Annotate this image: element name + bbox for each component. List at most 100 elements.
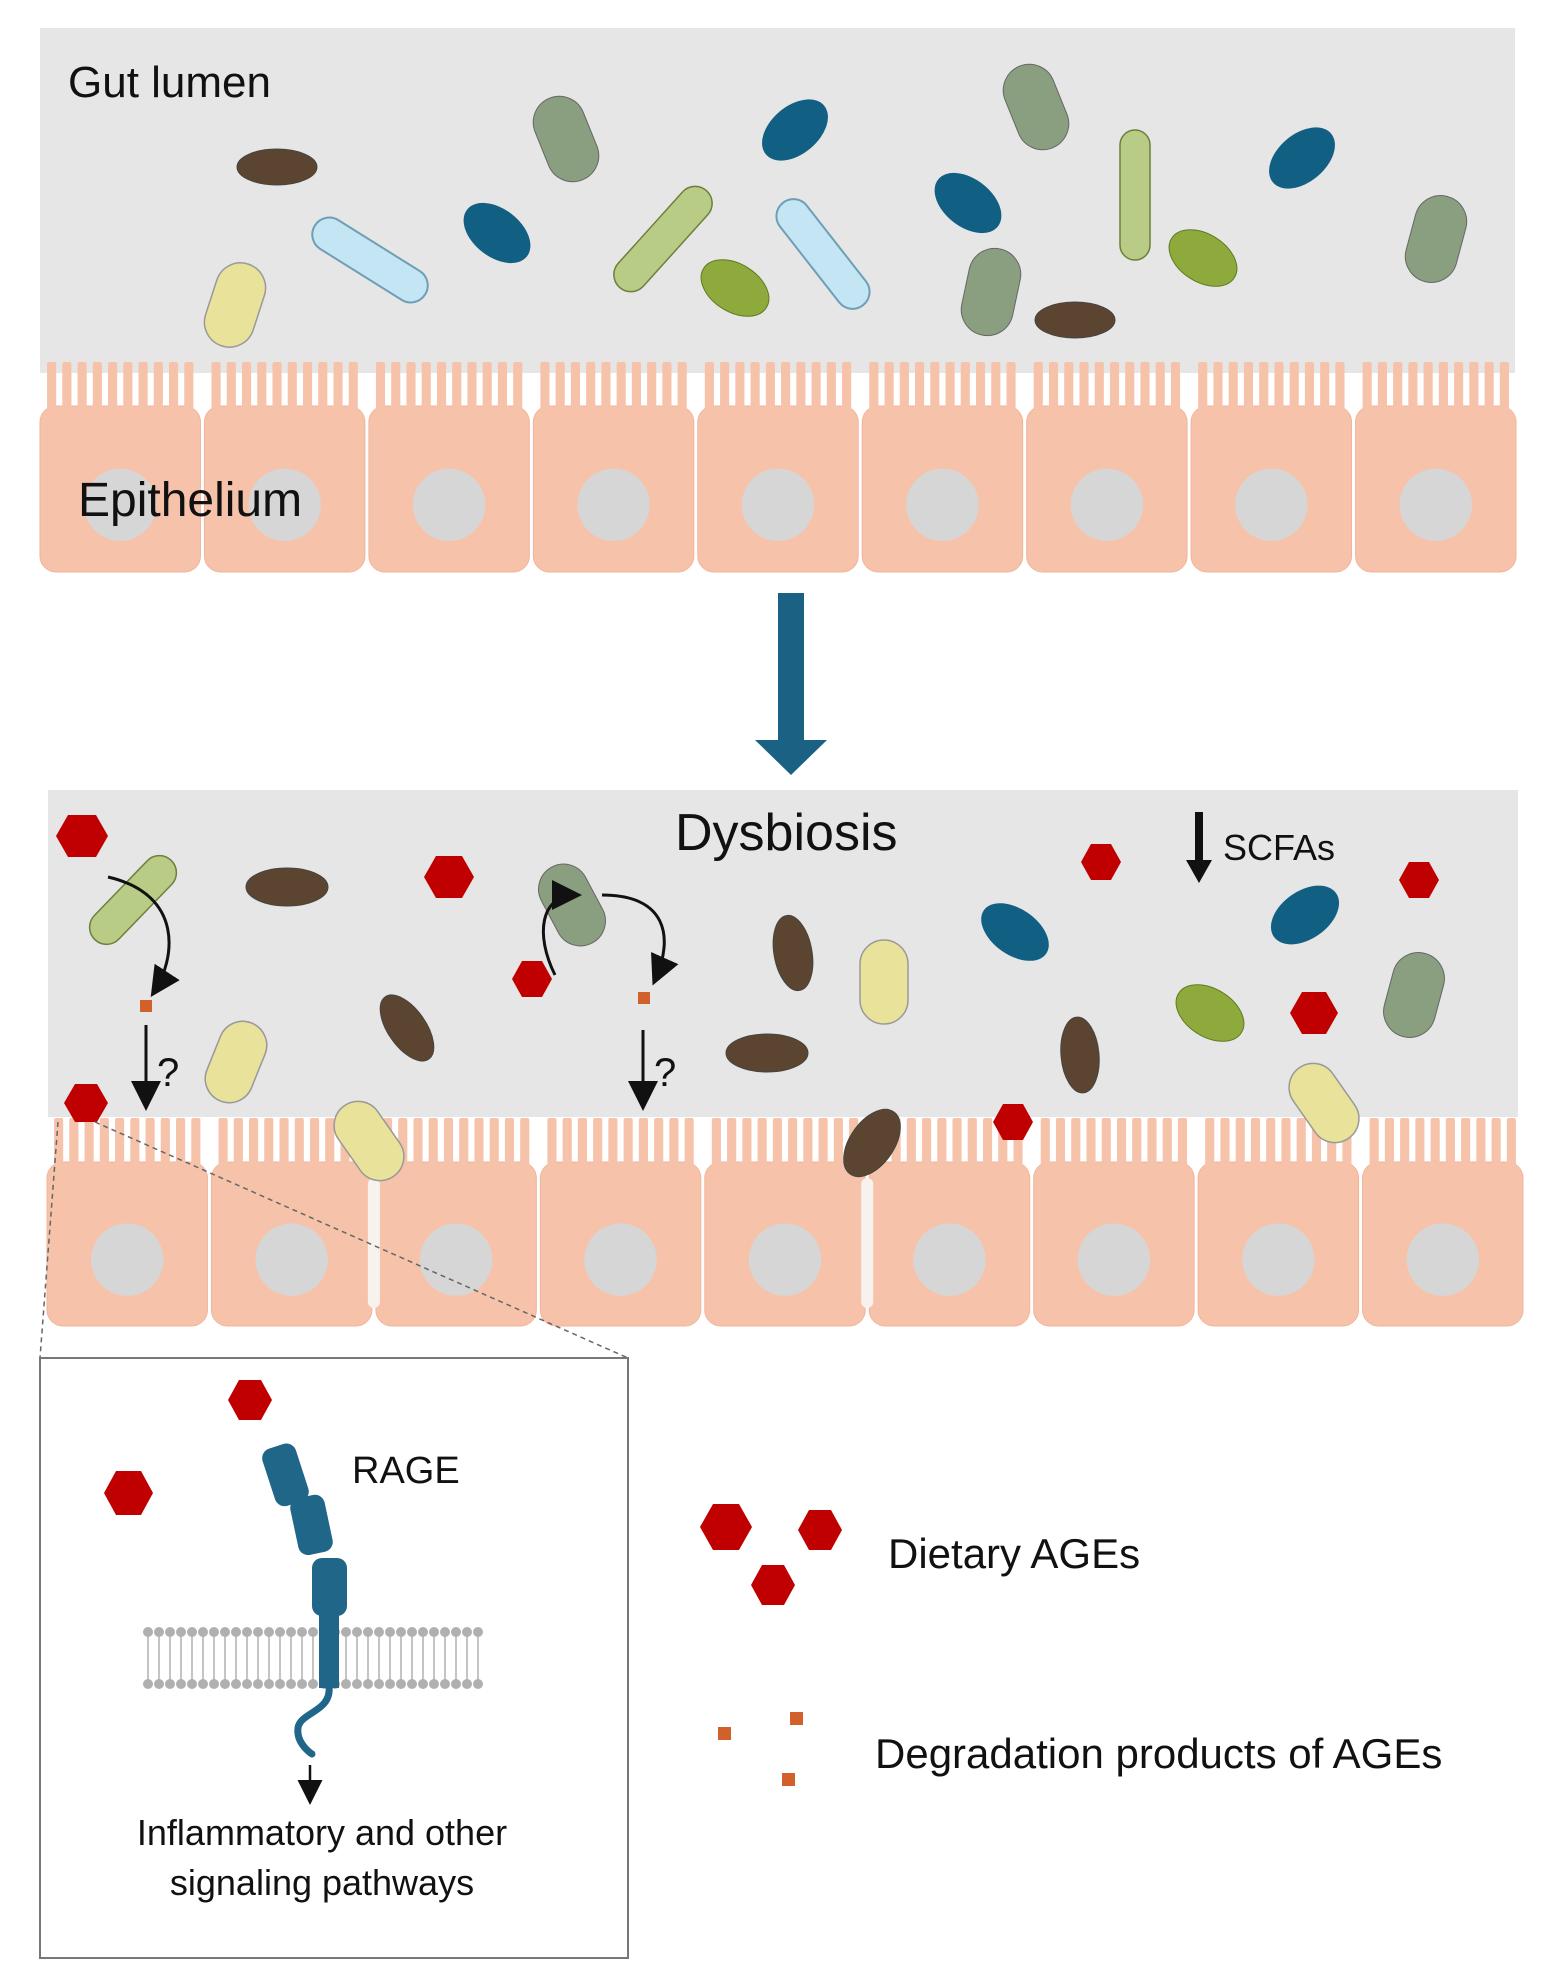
cell-nucleus [913, 1223, 986, 1296]
epithelial-cell [39, 362, 201, 573]
epithelial-cell [861, 362, 1024, 573]
epithelial-cell [1026, 362, 1188, 573]
age-hexagon [1399, 862, 1439, 898]
scfa-decrease-arrow [1186, 812, 1212, 883]
bacteria-group-top [203, 63, 1468, 348]
bacterium-brown [1034, 301, 1116, 339]
degradation-products-in-lumen [140, 992, 650, 1012]
bacterium-green [1175, 984, 1245, 1042]
epithelial-cell [532, 362, 695, 573]
epithelial-cell [1033, 1118, 1195, 1327]
bacterium-yellow [859, 939, 909, 1025]
bacterium-darkblue [762, 99, 828, 161]
bacterium-lime-rod [613, 185, 713, 293]
legend-age-symbols [700, 1504, 842, 1605]
uncertain-mark-1: ? [157, 1051, 179, 1095]
epithelial-cell [1362, 1118, 1524, 1327]
cell-nucleus [584, 1223, 657, 1296]
bacterium-darkblue [934, 172, 1002, 234]
bacterium-green [700, 259, 770, 317]
bacterium-lightblue-rod [775, 198, 871, 310]
degradation-curved-arrow [541, 880, 582, 976]
tight-junction-gap [367, 1178, 380, 1308]
degradation-square [782, 1773, 795, 1786]
bacterium-sage [1002, 63, 1070, 151]
uncertain-mark-2: ? [654, 1051, 676, 1095]
degradation-curved-arrow [107, 875, 180, 998]
bacterium-lime-rod [1119, 129, 1151, 261]
transition-arrow [755, 593, 827, 775]
dietary-ages-in-lumen [56, 815, 1439, 1140]
cell-nucleus [906, 468, 979, 541]
top-panel: Gut lumen Epithelium [39, 28, 1517, 573]
bacterium-brown [843, 1108, 901, 1178]
bacterium-yellow [203, 262, 267, 348]
rage-inset: RAGE Inflammatory and other signaling pa… [39, 1121, 629, 1959]
bacterium-darkblue [981, 903, 1049, 961]
degradation-square [140, 1000, 152, 1012]
legend-degradation-products: Degradation products of AGEs [875, 1730, 1442, 1777]
degradation-square [638, 992, 650, 1004]
membrane-bilayer [143, 1627, 483, 1689]
rage-label: RAGE [352, 1450, 460, 1492]
epithelial-cell [46, 1118, 208, 1327]
bacterium-brown [1060, 1016, 1100, 1094]
conversion-arrows [107, 875, 679, 1111]
epithelial-cell [210, 1118, 373, 1327]
cell-nucleus [91, 1223, 164, 1296]
zoom-line-left [39, 1121, 59, 1359]
cell-nucleus [419, 1223, 493, 1296]
epithelial-cell [704, 1118, 866, 1327]
cell-nucleus [1406, 1223, 1479, 1296]
cell-nucleus [412, 468, 486, 541]
zoom-line-right [94, 1121, 629, 1359]
bacterium-lightblue-rod [311, 216, 429, 304]
bacterium-sage [1383, 952, 1445, 1038]
bacterium-darkblue [463, 202, 531, 264]
age-hexagon [1290, 992, 1338, 1034]
age-hexagon [700, 1504, 752, 1550]
bacterium-green [1168, 229, 1238, 287]
epithelial-cell [1355, 362, 1517, 573]
cell-nucleus [1070, 468, 1144, 541]
bacterium-yellow [333, 1100, 405, 1182]
epithelial-cell [1190, 362, 1353, 573]
age-hexagon [993, 1104, 1033, 1140]
dysbiosis-title: Dysbiosis [675, 804, 898, 862]
epithelial-cell [1197, 1118, 1360, 1327]
outcome-line2: signaling pathways [170, 1862, 474, 1903]
scfa-label: SCFAs [1223, 827, 1335, 868]
bacterium-brown [236, 148, 318, 186]
cell-nucleus [1242, 1223, 1315, 1296]
outcome-line1: Inflammatory and other [137, 1812, 507, 1853]
degradation-curved-arrow [601, 893, 679, 986]
inset-ages [104, 1380, 272, 1515]
epithelium-layer-top [39, 362, 1517, 573]
cell-nucleus [741, 468, 815, 541]
bottom-panel: ? ? SCFAs Dysbiosis [46, 790, 1524, 1327]
bacterium-lime-rod [88, 854, 178, 946]
bacterium-yellow [204, 1020, 268, 1104]
rage-receptor [262, 1443, 347, 1758]
bacteria-group-bottom [88, 854, 1445, 1182]
bacterium-brown [245, 867, 329, 907]
epithelial-cell [539, 1118, 702, 1327]
gut-lumen-label: Gut lumen [68, 58, 271, 107]
age-hexagon [424, 856, 474, 898]
cell-nucleus [748, 1223, 822, 1296]
degradation-square [790, 1712, 803, 1725]
cell-nucleus [248, 468, 321, 541]
epithelial-cell [697, 362, 859, 573]
age-hexagon [104, 1471, 153, 1515]
tight-junction-gap [861, 1178, 874, 1308]
age-hexagon [1081, 844, 1121, 880]
bacterium-brown [379, 994, 435, 1062]
age-hexagon [56, 815, 108, 857]
cell-nucleus [84, 468, 157, 541]
age-hexagon [751, 1565, 795, 1605]
gut-lumen-area [40, 28, 1515, 373]
cell-nucleus [1235, 468, 1308, 541]
epithelial-cell [368, 362, 530, 573]
bacterium-yellow [1288, 1062, 1360, 1144]
